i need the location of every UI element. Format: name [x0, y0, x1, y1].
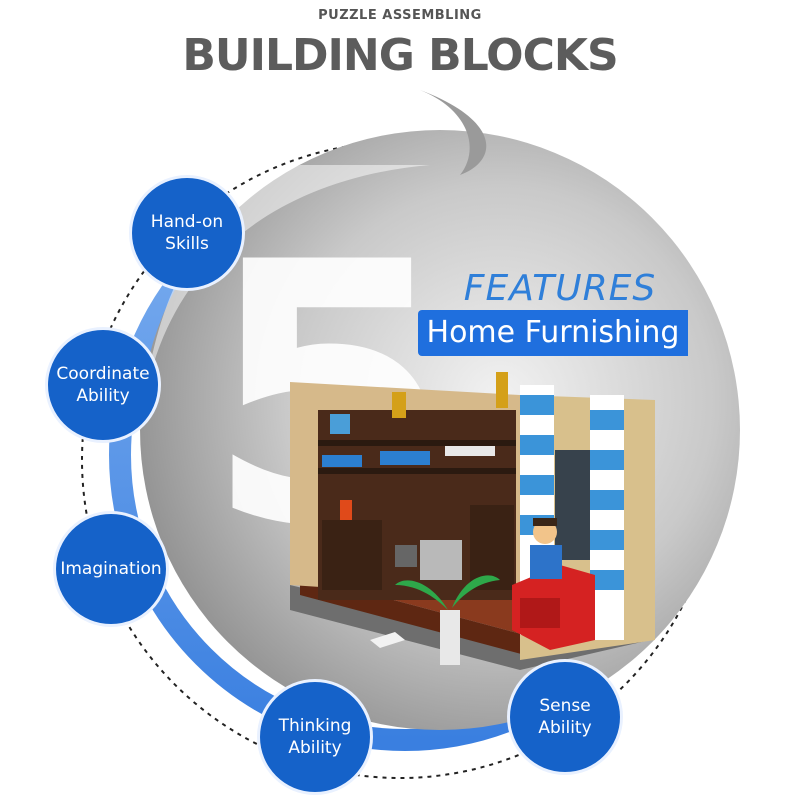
swoosh-tip — [420, 90, 487, 175]
feature-coordinate-ability: Coordinate Ability — [48, 330, 158, 440]
feature-thinking-ability: Thinking Ability — [260, 682, 370, 792]
feature-imagination: Imagination — [56, 514, 166, 624]
home-furnishing-banner: Home Furnishing — [418, 310, 688, 356]
feature-label: Hand-on Skills — [150, 212, 224, 254]
header-title: BUILDING BLOCKS — [182, 30, 618, 81]
feature-label: Imagination — [60, 559, 162, 579]
header-subtitle: PUZZLE ASSEMBLING — [318, 8, 482, 23]
feature-label: Sense Ability — [538, 696, 592, 738]
feature-label: Coordinate Ability — [56, 364, 150, 406]
feature-sense-ability: Sense Ability — [510, 662, 620, 772]
feature-hand-on-skills: Hand-on Skills — [132, 178, 242, 288]
features-label: FEATURES — [463, 268, 657, 309]
room-illustration — [290, 372, 655, 670]
feature-label: Thinking Ability — [278, 716, 352, 758]
